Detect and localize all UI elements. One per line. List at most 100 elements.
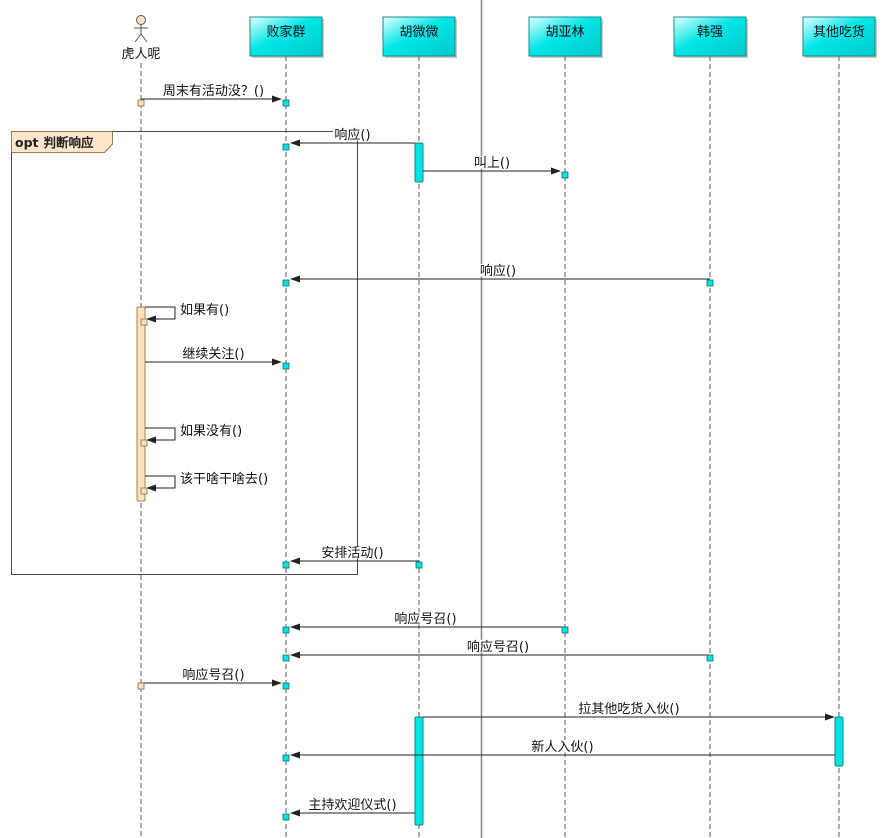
message-label-background [576,702,682,715]
participant-box [249,16,323,57]
message-label-background [332,128,373,141]
message-label-background [180,347,247,360]
message-endpoint [137,682,145,690]
message-label-group: 如果有() [178,302,231,318]
messages-layer [137,95,835,821]
fragment-tab-label: opt 判断响应 [15,135,94,150]
activation-bar [136,306,146,502]
message-endpoint [415,561,423,569]
message-label-group: 新人入伙() [529,739,596,755]
self-message-line [145,475,176,489]
message-label: 响应号召() [182,667,244,683]
participant-box [528,16,602,57]
lifelines-layer: 虎人呢 败家群 胡微微 胡亚林 韩强 其他吃货 [121,15,877,838]
self-message-line [145,427,176,441]
fragment-tab [11,131,113,153]
message-10 [282,623,569,634]
message-arrowhead [825,713,835,721]
message-label: 响应() [480,263,516,279]
message-endpoint [706,279,714,287]
message-endpoint [282,654,290,662]
opt-fragment: opt 判断响应 [11,131,358,575]
message-endpoint [282,279,290,287]
participant-6: 其他吃货 [802,16,877,838]
participant-4: 胡亚林 [528,16,603,838]
message-15 [282,809,415,821]
message-label: 拉其他吃货入伙() [578,701,679,717]
message-arrowhead [290,651,300,659]
message-endpoint [137,99,145,107]
fragment-guard: 判断响应 [44,135,95,150]
self-message-line [145,306,176,320]
message-3 [423,167,569,179]
message-label: 响应号召() [467,639,529,655]
message-label-group: 叫上() [472,156,512,171]
message-endpoint [140,439,148,447]
message-arrowhead [290,275,300,283]
message-label-group: 安排活动() [319,546,386,561]
message-endpoint [282,626,290,634]
message-arrowhead [290,557,300,565]
activation-bar [414,142,424,183]
message-1 [137,95,290,107]
message-label-group: 拉其他吃货入伙() [576,701,682,717]
message-endpoint [282,99,290,107]
message-label: 该干啥干啥去() [180,471,268,487]
message-label: 响应() [334,127,370,143]
participant-label: 胡微微 [399,25,438,40]
message-7 [140,427,176,447]
participant-label: 败家群 [266,24,305,40]
actor-head [136,15,146,25]
participant-label: 韩强 [697,25,723,40]
message-endpoint [561,626,569,634]
message-label-group: 主持欢迎仪式() [306,798,399,813]
message-label: 如果有() [180,302,229,318]
message-label: 新人入伙() [531,739,593,755]
message-arrowhead [272,679,282,687]
message-endpoint [282,813,290,821]
message-arrowhead [290,623,300,631]
message-label: 主持欢迎仪式() [308,798,396,813]
labels-layer: 周末有活动没？()响应()叫上()响应()如果有()继续关注()如果没有()该干… [161,84,682,813]
message-arrowhead [146,315,156,323]
message-13 [423,713,835,721]
participant-5: 韩强 [673,16,748,838]
participant-label: 胡亚林 [545,25,584,40]
message-label-group: 响应号召() [392,611,459,627]
message-9 [282,557,423,569]
message-arrowhead [272,358,282,366]
message-label-group: 响应号召() [465,639,531,655]
activation-bar [414,716,424,826]
message-label-background [178,472,270,485]
message-label-group: 周末有活动没？() [161,84,266,99]
participant-box [382,16,456,57]
message-label: 响应号召() [394,611,456,627]
actor-label: 虎人呢 [121,47,160,62]
fragment-layer: opt 判断响应 [11,131,358,575]
message-11 [282,651,714,662]
message-label-group: 响应() [332,127,373,143]
message-arrowhead [146,484,156,492]
message-endpoint [140,487,148,495]
message-arrowhead [290,809,300,817]
actor-left-leg [134,33,142,43]
participant-3: 胡微微 [382,16,457,838]
stick-figure-actor-icon [134,15,148,43]
message-arrowhead [551,167,561,175]
message-label-group: 该干啥干啥去() [178,471,270,487]
message-6 [145,358,290,370]
message-8 [140,475,176,495]
message-endpoint [282,362,290,370]
message-endpoint [140,318,148,326]
message-label-background [478,264,518,277]
message-label: 如果没有() [180,423,242,439]
message-endpoint [282,682,290,690]
message-arrowhead [290,139,300,147]
message-12 [137,679,290,690]
message-label: 叫上() [474,156,510,171]
fragment-operator: opt [15,135,39,150]
message-label-background [472,156,512,169]
message-label-background [161,84,266,97]
message-arrowhead [272,95,282,103]
